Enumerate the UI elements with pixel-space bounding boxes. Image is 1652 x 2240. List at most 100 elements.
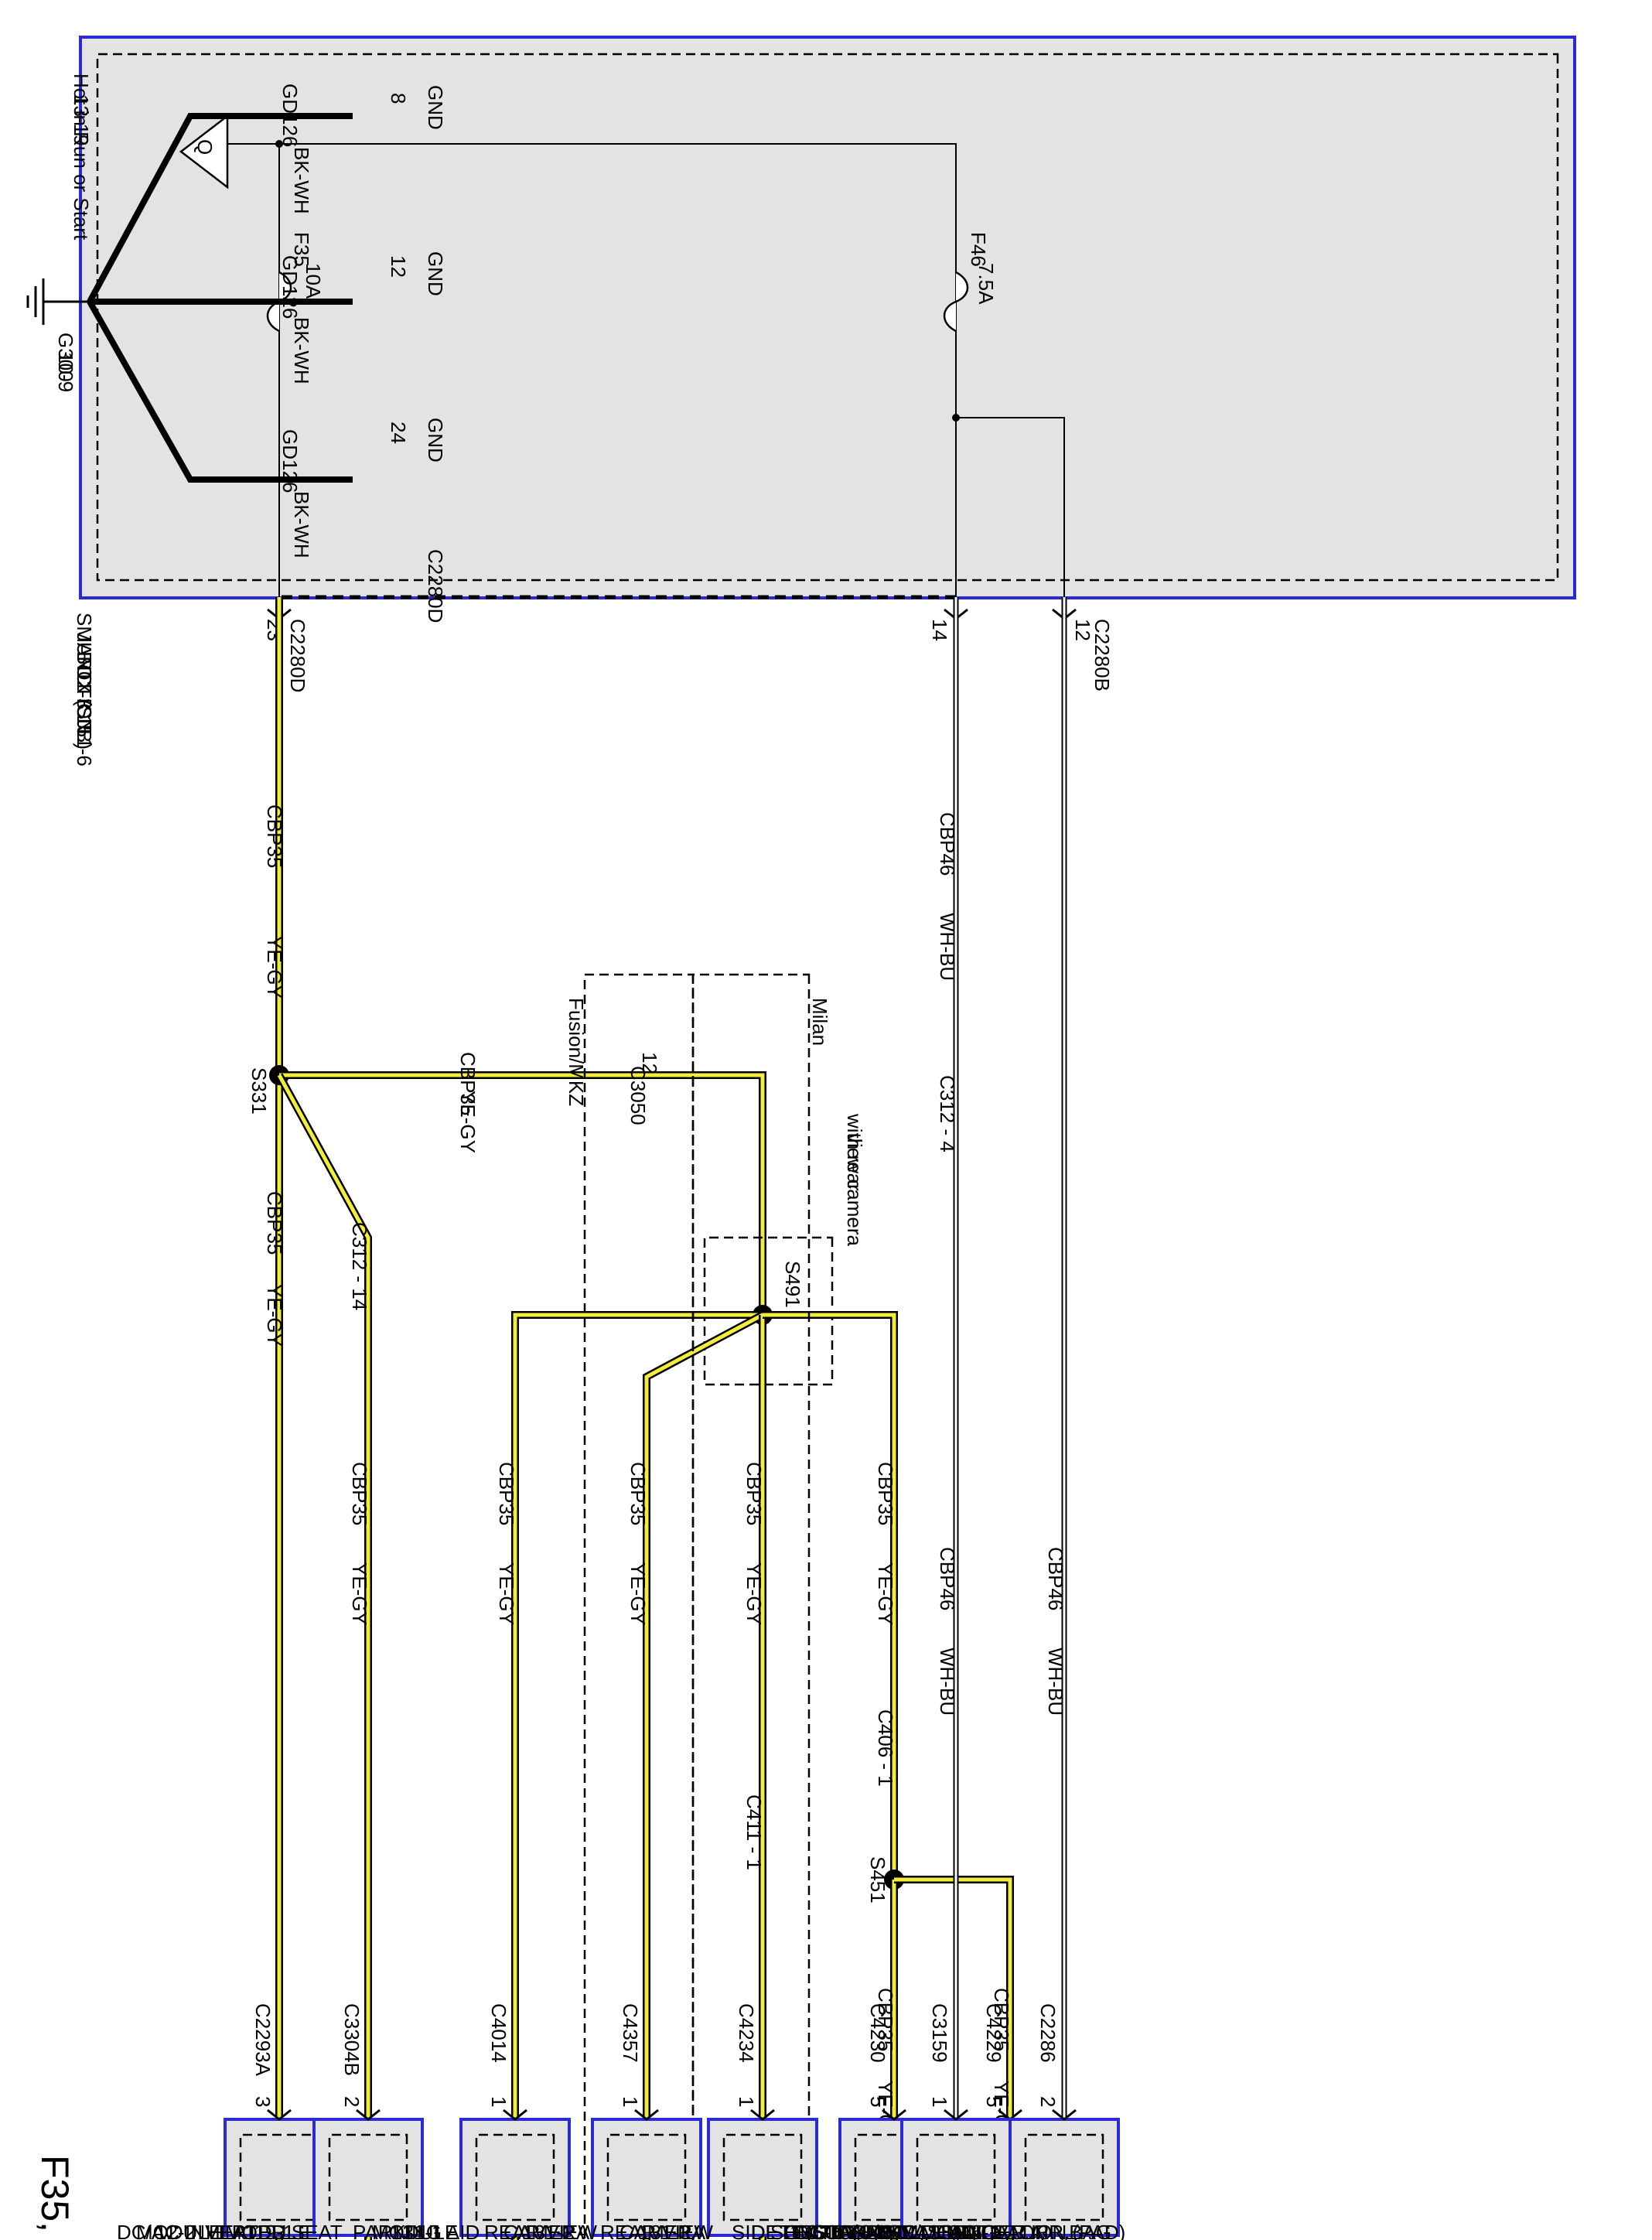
- component-name-line: CLASSIFICATION: [813, 2221, 977, 2240]
- component-pin-label: 1: [735, 2096, 758, 2107]
- gnd-pin-8: 8: [387, 93, 410, 104]
- pin-14: 14: [928, 619, 951, 641]
- component-name-line: 136-1: [790, 2221, 841, 2240]
- component-name-line: MODULE: [372, 2221, 458, 2240]
- whbu-pad-label: WH-BU: [1044, 1648, 1067, 1716]
- gnd-circuit-24: GD126: [278, 429, 302, 493]
- cbp35-hs-label: CBP35: [348, 1462, 371, 1525]
- component-connector-label: C4229: [982, 2003, 1005, 2063]
- component-name-line: REAR VIEW: [600, 2221, 713, 2240]
- c3050-label: C3050: [626, 1066, 650, 1125]
- component-name-line: INDICATOR: [940, 2221, 1050, 2240]
- sjb-name-3: 11-3 151-6: [73, 671, 96, 767]
- cbp35-rvc1-label: CBP35: [626, 1462, 650, 1525]
- fuse-f46-icon: [943, 271, 969, 333]
- c312-4-label: C312 - 4: [936, 1075, 959, 1152]
- opt-rear-camera-1: view camera: [843, 1133, 866, 1246]
- component-pin-label: 5: [866, 2096, 889, 2107]
- hot-label-0: Hot in Run or Start: [70, 73, 93, 241]
- component-name-line: DC/AC INVERTER: [117, 2221, 286, 2240]
- gnd-wire-24: [87, 300, 353, 483]
- conn-c2280d-gnd: C2280D: [424, 549, 447, 623]
- whbu-ocsm-label-2: WH-BU: [936, 1648, 959, 1716]
- component-pin-label: 3: [251, 2096, 275, 2107]
- cbp35-sodl-label: CBP35: [874, 1988, 897, 2051]
- splice-s331-label: S331: [247, 1067, 271, 1115]
- component-connector-arrow: [1052, 2109, 1077, 2121]
- component-pin-label: 1: [487, 2096, 510, 2107]
- branch-heated-seat-fill: [277, 1074, 370, 2240]
- yegy-rvc1-label: YE-GY: [626, 1562, 650, 1625]
- component-inner: [854, 2133, 934, 2221]
- component-inner: [722, 2133, 803, 2221]
- gnd-color-8: BK-WH: [290, 147, 313, 214]
- branch-sod-fill: [763, 1313, 896, 1880]
- component-inner: [328, 2133, 408, 2221]
- opt-rear-camera-0: with rear: [843, 1113, 866, 1191]
- splice-s491-label: S491: [781, 1261, 804, 1308]
- component-pin-label: 2: [340, 2096, 364, 2107]
- branch-c3050-fill: [279, 1073, 765, 1315]
- cbp35-rvc2-label: CBP35: [742, 1462, 766, 1525]
- cbp35-sod-label: CBP35: [874, 1462, 897, 1525]
- conn-c2280d-top: C2280D: [286, 619, 309, 692]
- component-name-line: 131-1: [391, 2221, 443, 2240]
- component-pin-label: 1: [928, 2096, 951, 2107]
- component-inner: [606, 2133, 687, 2221]
- component-name-line: 119-1: [244, 2221, 295, 2240]
- yegy-label-1: YE-GY: [263, 936, 286, 999]
- component-connector-label: C4014: [487, 2003, 510, 2063]
- branch-rvc-fusion-fill: [644, 1313, 764, 2240]
- component-name-line: 46-1: [960, 2221, 1000, 2240]
- fuse-f35-name: F35: [290, 232, 313, 267]
- power-source-triangle: [179, 114, 229, 190]
- yegy-c3050-label: YE-GY: [456, 1091, 480, 1153]
- conn-c2280b: C2280B: [1091, 619, 1114, 691]
- cbp46-ocsm-label-1: CBP46: [936, 812, 959, 876]
- component-name-line: 131-2: [523, 2221, 575, 2240]
- component-inner: [1024, 2133, 1104, 2221]
- c411-1-label: C411 - 1: [742, 1794, 766, 1870]
- gnd-label-24: GND: [424, 418, 447, 463]
- hot-label-1: 13-19: [70, 94, 93, 146]
- cbp35-label-1: CBP35: [263, 804, 286, 868]
- gnd-pin-12: 12: [387, 255, 410, 278]
- c312-14-label: C312 - 14: [348, 1222, 371, 1310]
- component-connector-arrow: [267, 2109, 292, 2121]
- pin-12: 12: [1071, 619, 1094, 641]
- whbu-ocsm-label-1: WH-BU: [936, 913, 959, 981]
- ground-point-name: G300: [54, 333, 77, 382]
- opt-milan: Milan: [808, 998, 831, 1046]
- yegy-hs-label: YE-GY: [348, 1562, 371, 1625]
- component-pin-label: 5: [982, 2096, 1005, 2107]
- gnd-color-12: BK-WH: [290, 317, 313, 384]
- component-connector-label: C4234: [735, 2003, 758, 2063]
- component-name-line: PASSENGER AIR BAG: [902, 2221, 1111, 2240]
- cbp35-pa-label: CBP35: [495, 1462, 518, 1525]
- diagram-title: F35, F46: [33, 2155, 77, 2240]
- component-connector-arrow: [944, 2109, 968, 2121]
- component-name-line: REAR VIEW: [484, 2221, 597, 2240]
- fusion-option-frame: [583, 973, 695, 2240]
- component-connector-label: C4230: [866, 2003, 889, 2063]
- component-inner: [239, 2133, 319, 2221]
- component-name-line: 46-1: [871, 2221, 911, 2240]
- component-name-line: SIDE OBSTACLE: [732, 2221, 890, 2240]
- fuse-f35-rating: 10A: [302, 263, 325, 299]
- component-connector-arrow: [750, 2109, 775, 2121]
- component-name-line: 12-2: [155, 2221, 196, 2240]
- gnd-label-8: GND: [424, 85, 447, 130]
- c406-1-label: C406 - 1: [874, 1709, 897, 1787]
- component-connector-arrow: [882, 2109, 906, 2121]
- f46-to-c2280b: [956, 417, 1065, 597]
- component-name-line: OCCUPANT: [794, 2221, 905, 2240]
- cbp35-c3050-label: CBP35: [456, 1052, 480, 1115]
- component-connector-label: C3159: [928, 2003, 951, 2063]
- gnd-pin-24: 24: [387, 422, 410, 444]
- component-name-line: PARKING AID: [353, 2221, 480, 2240]
- bus-junction-dot: [275, 140, 283, 148]
- component-name-line: MODULE: [225, 2221, 311, 2240]
